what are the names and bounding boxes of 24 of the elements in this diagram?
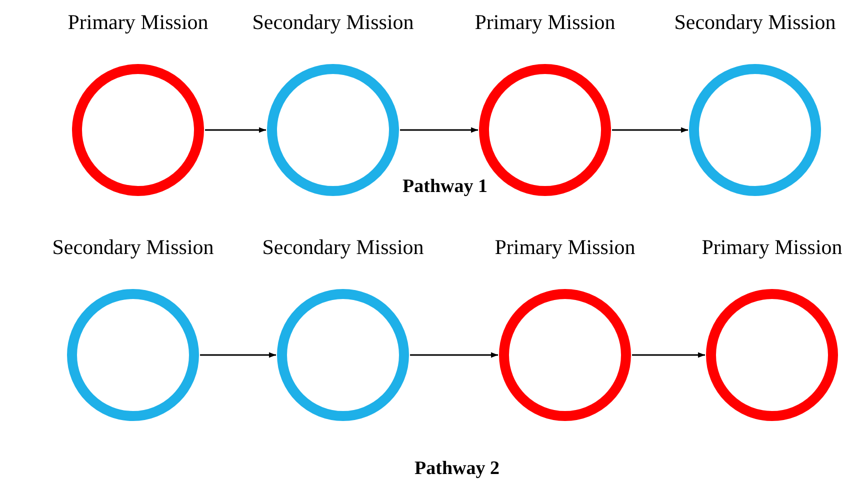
- ring-circle: [705, 288, 839, 422]
- pathway-title: Pathway 2: [414, 458, 500, 480]
- mission-label: Secondary Mission: [252, 10, 414, 34]
- mission-label: Primary Mission: [702, 235, 842, 259]
- mission-label: Primary Mission: [494, 235, 636, 259]
- mission-label: Secondary Mission: [674, 10, 836, 34]
- arrow: [200, 352, 276, 358]
- ring-circle: [276, 288, 410, 422]
- ring-circle: [71, 63, 205, 197]
- mission-label: Secondary Mission: [262, 235, 424, 259]
- arrow: [612, 127, 688, 133]
- ring-circle: [478, 63, 612, 197]
- mission-label: Primary Mission: [68, 10, 208, 34]
- ring-circle: [266, 63, 400, 197]
- arrow: [205, 127, 266, 133]
- mission-label: Secondary Mission: [52, 235, 214, 259]
- arrow: [632, 352, 705, 358]
- ring-circle: [688, 63, 822, 197]
- mission-label: Primary Mission: [474, 10, 616, 34]
- arrow: [400, 127, 478, 133]
- pathway-title: Pathway 1: [402, 176, 488, 198]
- ring-circle: [498, 288, 632, 422]
- ring-circle: [66, 288, 200, 422]
- arrow: [410, 352, 498, 358]
